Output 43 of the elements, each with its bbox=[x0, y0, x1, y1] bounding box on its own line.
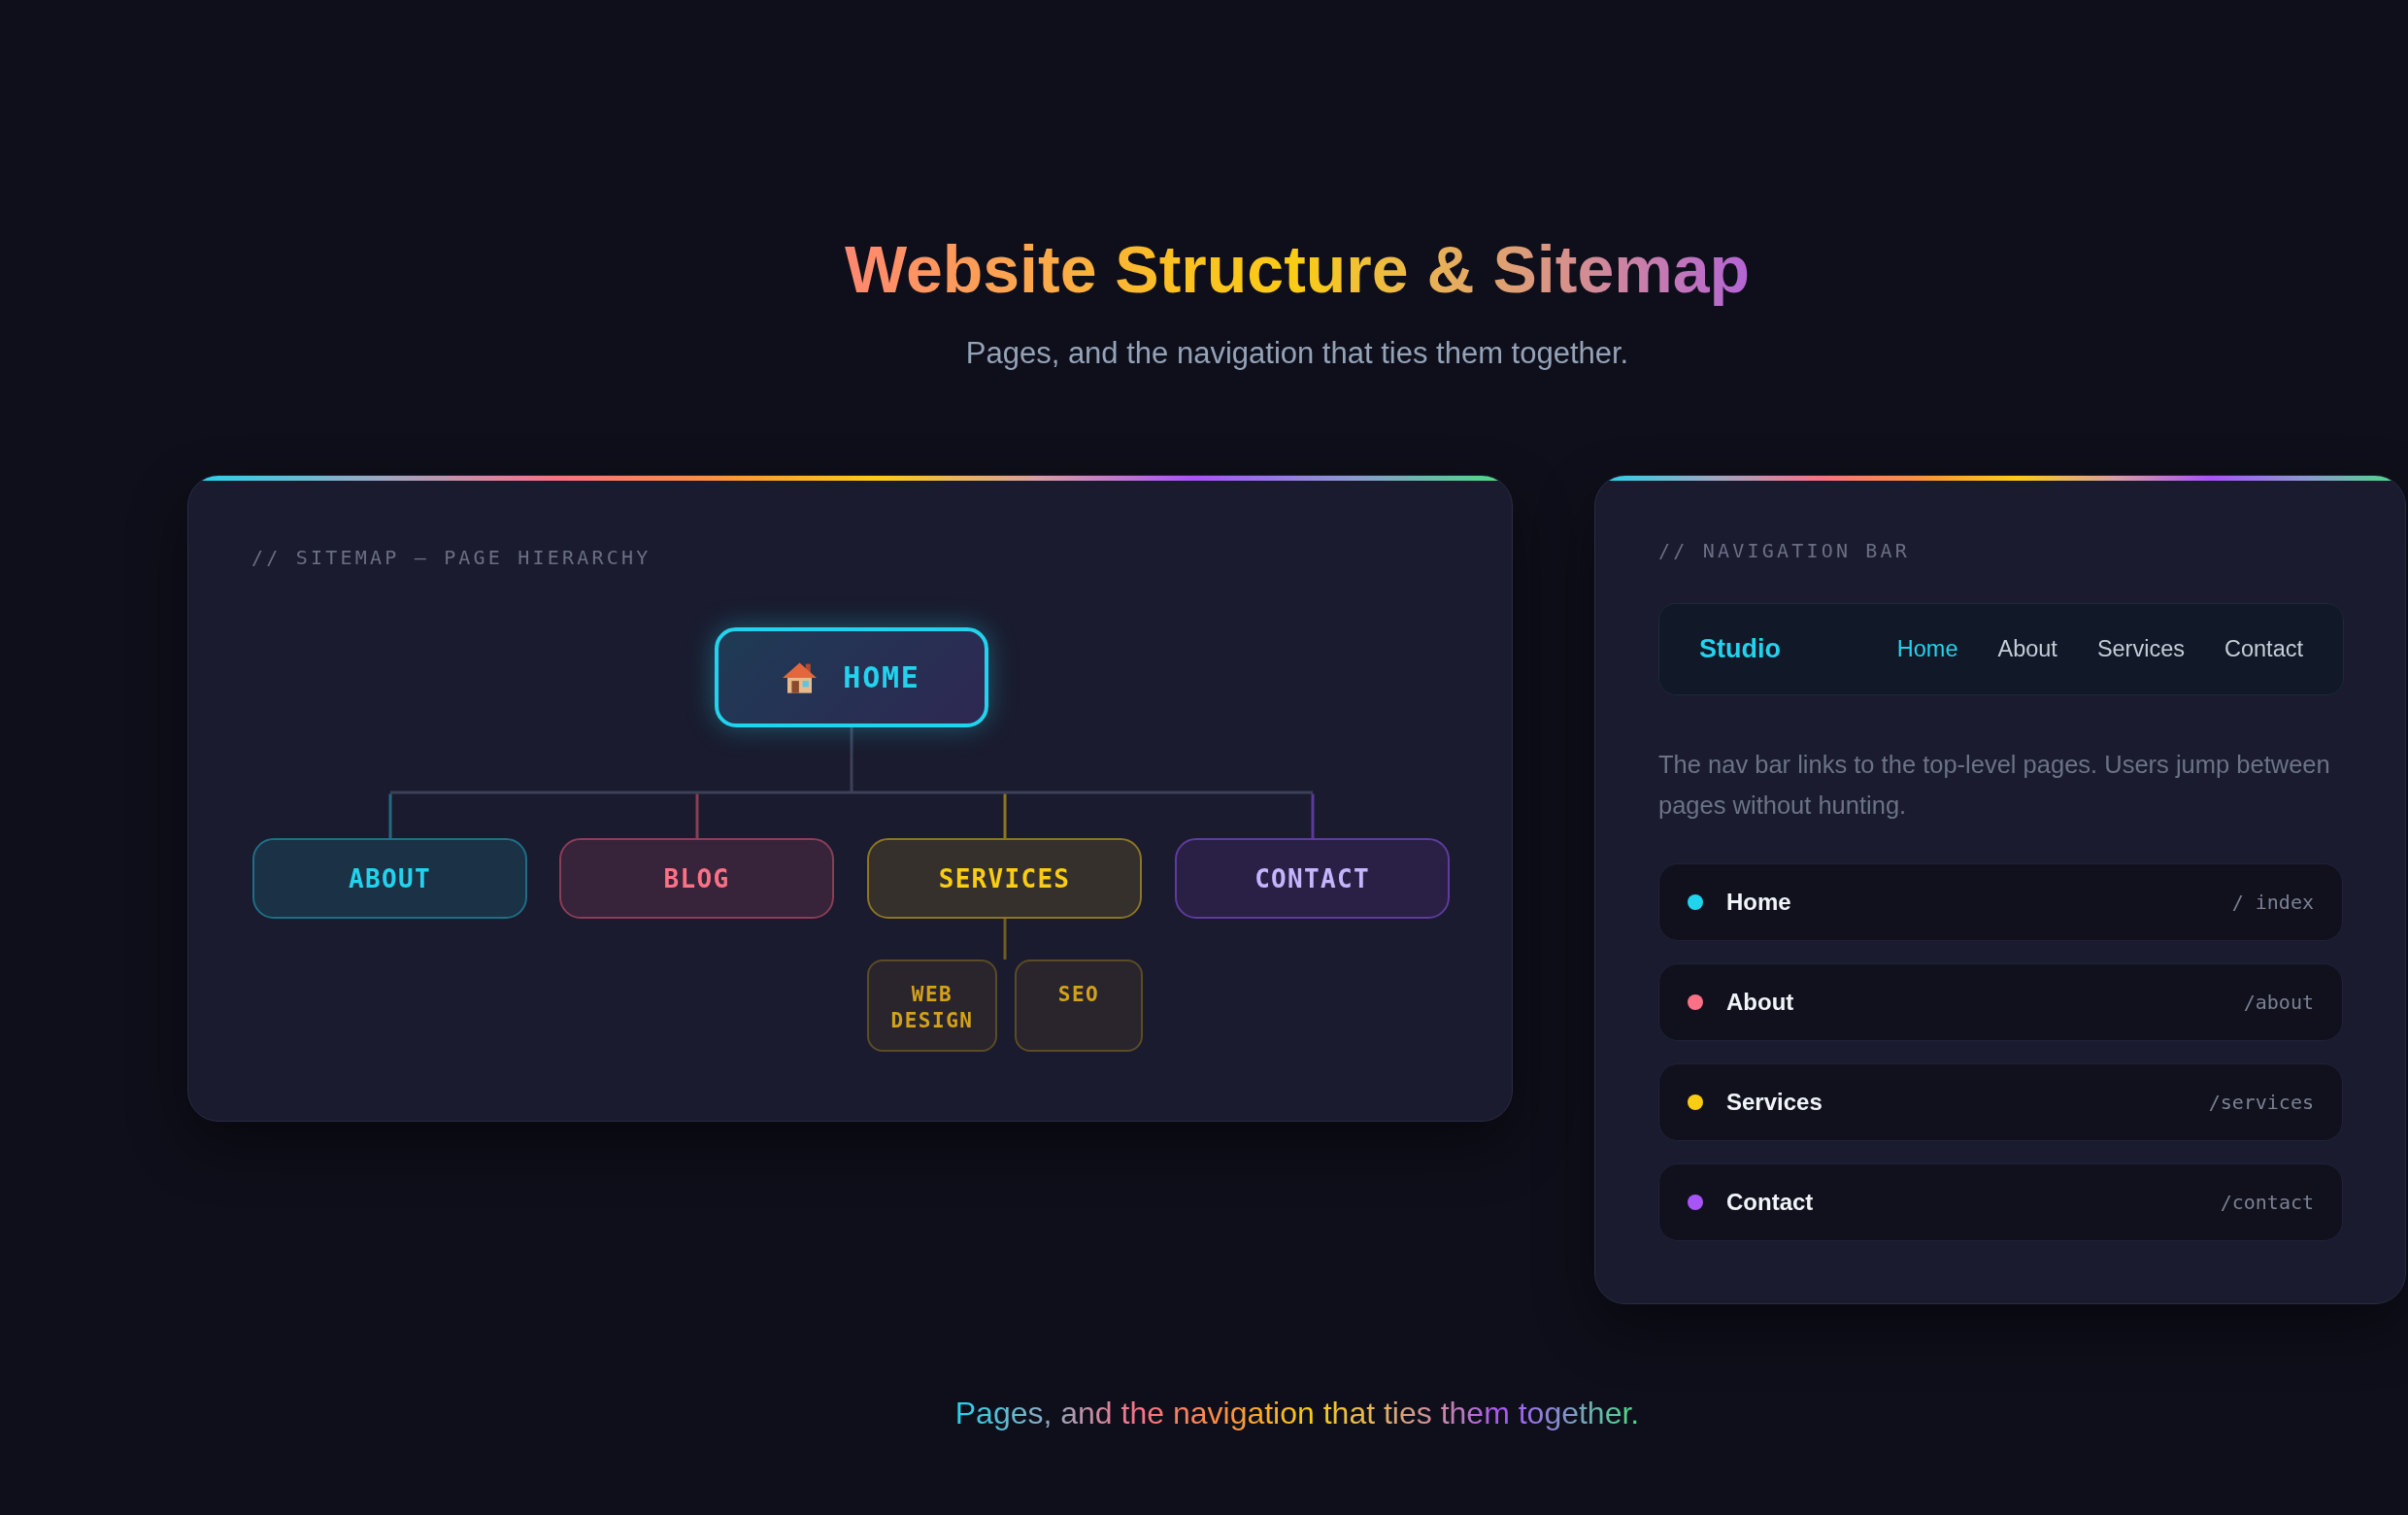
description-text: The nav bar links to the top-level pages. Users jump between pages without hunting. bbox=[1658, 750, 2331, 821]
connector-line bbox=[1003, 919, 1007, 960]
page-name: Contact bbox=[1726, 1189, 1814, 1216]
connector-line bbox=[1003, 793, 1007, 838]
nav-list-item bbox=[1658, 963, 2343, 1041]
sitemap-panel bbox=[187, 475, 1513, 1122]
nav-link: Home bbox=[1896, 636, 1958, 662]
url-path: /services bbox=[2208, 1091, 2314, 1114]
nav-link: About bbox=[1997, 636, 2057, 662]
page-label: CONTACT bbox=[1254, 863, 1370, 893]
page-label: BLOG bbox=[663, 863, 730, 893]
connector-line bbox=[1311, 793, 1315, 838]
page-label: SEO bbox=[1057, 982, 1100, 1008]
connector-line bbox=[388, 725, 1315, 794]
nav-list-item bbox=[1658, 863, 2343, 941]
page-box bbox=[1175, 838, 1450, 919]
page-label: SERVICES bbox=[938, 863, 1071, 893]
url-path: /contact bbox=[2220, 1191, 2314, 1214]
subpage-box bbox=[1015, 960, 1143, 1052]
page-name: Home bbox=[1726, 889, 1791, 916]
page-label: WEB DESIGN bbox=[889, 982, 975, 1034]
panel-heading: // NAVIGATION BAR bbox=[1658, 539, 1911, 562]
panel-heading: // SITEMAP — PAGE HIERARCHY bbox=[251, 546, 652, 569]
page-name: Services bbox=[1726, 1089, 1823, 1116]
url-path: /about bbox=[2243, 991, 2314, 1014]
page-label: HOME bbox=[843, 660, 920, 694]
navigation-panel bbox=[1594, 475, 2406, 1304]
subtitle: Pages, and the navigation that ties them together. bbox=[965, 335, 1629, 372]
root-page-box bbox=[715, 627, 988, 727]
page-box bbox=[252, 838, 527, 919]
connector-line bbox=[695, 793, 699, 838]
page-box bbox=[867, 838, 1142, 919]
nav-link: Services bbox=[2096, 636, 2185, 662]
page-label: ABOUT bbox=[349, 863, 431, 893]
nav-list-item bbox=[1658, 1163, 2343, 1241]
nav-list-item bbox=[1658, 1063, 2343, 1141]
page-box bbox=[559, 838, 834, 919]
page-name: About bbox=[1726, 989, 1794, 1016]
url-path: / index bbox=[2231, 891, 2314, 914]
subpage-box bbox=[867, 960, 997, 1052]
nav-link: Contact bbox=[2224, 636, 2303, 662]
connector-line bbox=[388, 793, 392, 838]
site-name: Studio bbox=[1699, 634, 1781, 664]
